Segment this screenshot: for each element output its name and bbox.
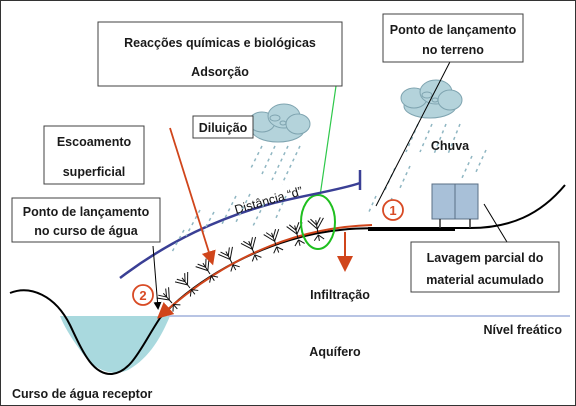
runoff-label-1: Escoamento [57,135,132,149]
cloud-left-icon [248,103,311,143]
distance-line [119,181,361,279]
wash-callout: Lavagem parcial do material acumulado [410,241,560,293]
marker-2-badge: 2 [132,284,154,306]
wash-pointer-line [483,203,508,243]
runoff-label-2: superficial [63,165,126,179]
launch-water-label-2: no curso de água [34,224,139,238]
aquifer-label: Aquífero [309,345,361,359]
launch-terrain-label-1: Ponto de lançamento [390,23,517,37]
marker-1-label: 1 [389,203,396,218]
reactions-label: Reacções químicas e biológicas [124,36,316,50]
adsorption-pointer-line [319,85,337,197]
rain-label: Chuva [431,139,470,153]
dilution-callout: Diluição [192,115,254,139]
marker-1-badge: 1 [382,199,404,221]
launch-terrain-callout: Ponto de lançamento no terreno [382,13,524,63]
infiltration-label: Infiltração [310,288,370,302]
launch-water-callout: Ponto de lançamento no curso de água [11,197,161,243]
launch-water-label-1: Ponto de lançamento [23,205,150,219]
launch-terrain-pointer-line [375,53,455,207]
launch-terrain-label-2: no terreno [422,43,484,57]
runoff-pointer-arrow [169,127,216,266]
reactions-callout: Reacções químicas e biológicas Adsorção [97,21,343,87]
cloud-right-icon [400,79,463,119]
water-table-label: Nível freático [483,323,562,337]
marker-2-label: 2 [139,288,146,303]
rain-left-icon [171,145,301,253]
receiving-water-label: Curso de água receptor [12,387,152,401]
runoff-callout: Escoamento superficial [43,125,145,185]
accumulation-device-icon [431,183,479,228]
launch-water-pointer-arrow [152,245,162,310]
adsorption-label: Adsorção [191,65,249,79]
vegetation-highlight-circle [300,194,336,250]
dilution-label: Diluição [199,121,248,135]
wash-label-2: material acumulado [426,273,544,287]
wash-label-1: Lavagem parcial do [427,251,544,265]
